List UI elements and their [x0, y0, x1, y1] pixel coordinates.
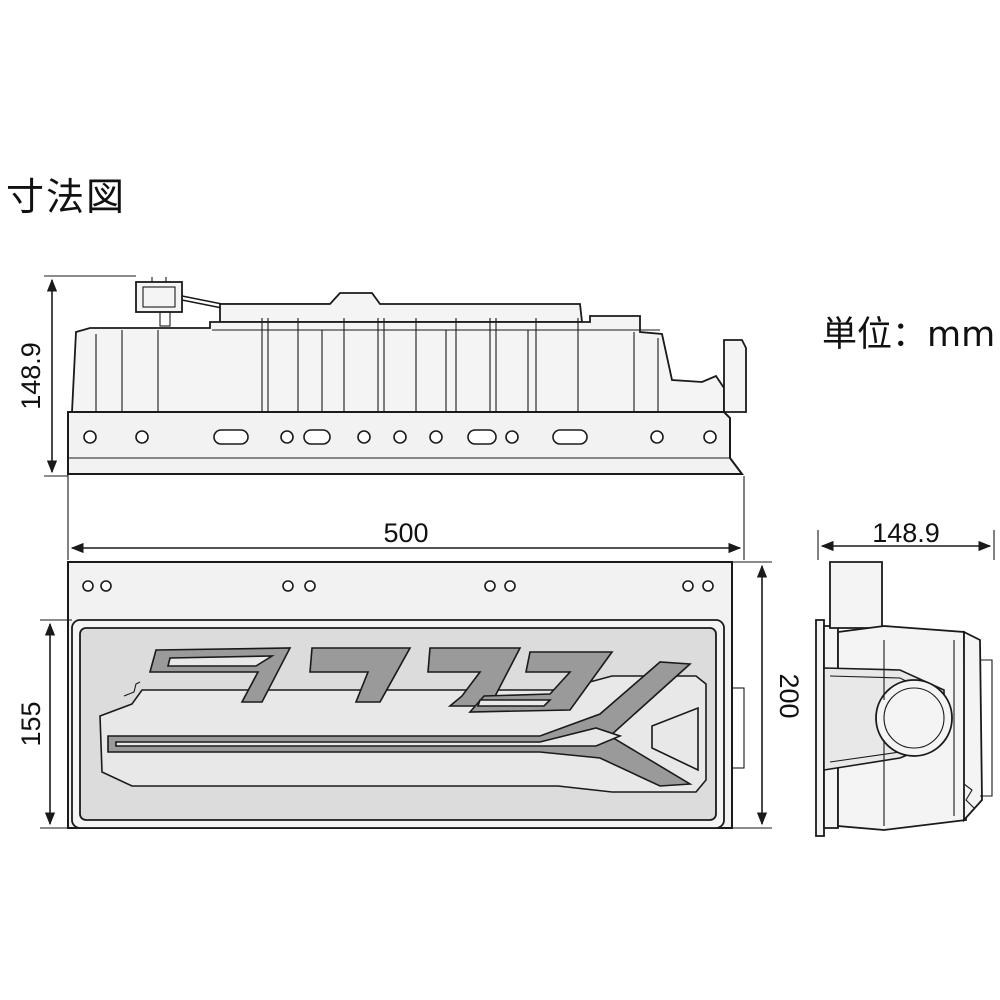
front-view: 155 200	[16, 561, 804, 829]
dim-top-height: 148.9	[16, 342, 46, 410]
top-view: 148.9	[16, 275, 747, 477]
connector-plug	[135, 277, 330, 327]
housing-ribs	[95, 318, 660, 412]
diagram-title: 寸法図	[6, 175, 127, 219]
unit-label: 単位：mm	[822, 315, 996, 355]
dim-front-total-height: 200	[774, 673, 804, 718]
dim-front-width: 500	[383, 518, 428, 548]
side-view: 148.9	[815, 518, 995, 837]
flange-holes	[83, 429, 717, 445]
dim-front-inner-height: 155	[16, 701, 46, 746]
dim-side-depth: 148.9	[872, 518, 940, 548]
front-mount-holes	[82, 580, 714, 592]
width-dimension: 500	[67, 474, 745, 560]
